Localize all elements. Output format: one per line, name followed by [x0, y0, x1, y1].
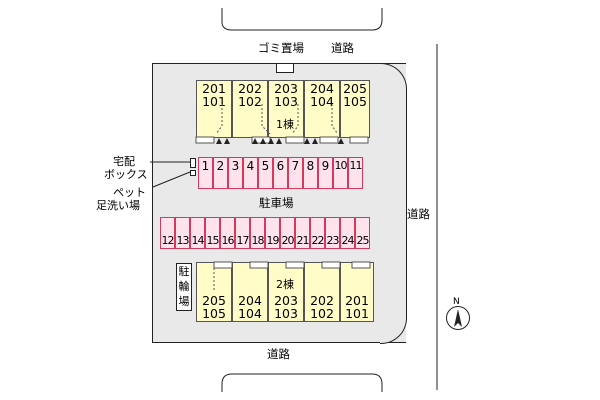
parking-label: 駐車場: [259, 196, 294, 210]
pet-label-1: ペット: [113, 186, 146, 199]
pet-footwash: [190, 170, 196, 176]
road-top-label: 道路: [331, 41, 354, 55]
bicycle-parking: 駐 輪 場: [176, 263, 192, 311]
parking-stall: 11: [348, 157, 363, 189]
unit-lower: 102: [310, 305, 334, 321]
unit-upper: 201: [202, 81, 226, 96]
delivery-label-1: 宅配: [113, 155, 135, 168]
garbage-label: ゴミ置場: [258, 41, 304, 55]
unit-upper: 203: [274, 81, 298, 96]
unit-lower: 102: [238, 93, 262, 109]
unit-upper: 203: [274, 293, 298, 308]
unit-lower: 101: [202, 93, 226, 109]
parking-stall: 17: [235, 217, 250, 249]
parking-stall: 9: [318, 157, 333, 189]
parking-stall: 5: [258, 157, 273, 189]
parking-stall: 22: [310, 217, 325, 249]
bicycle-char-3: 場: [178, 295, 190, 308]
unit-upper: 204: [310, 81, 334, 96]
parking-stall: 15: [205, 217, 220, 249]
parking-stall: 1: [198, 157, 213, 189]
unit-upper: 202: [310, 293, 334, 308]
parking-stall: 12: [160, 217, 175, 249]
building1-label: 1棟: [276, 118, 294, 131]
unit-lower: 103: [274, 305, 298, 321]
pet-label-2: 足洗い場: [96, 199, 140, 212]
north-label: N: [453, 297, 460, 307]
parking-stall: 6: [273, 157, 288, 189]
building2-unit: 201 101: [340, 262, 374, 322]
unit-upper: 204: [238, 293, 262, 308]
unit-lower: 104: [310, 93, 334, 109]
building2-label: 2棟: [276, 278, 294, 291]
delivery-box: [190, 158, 196, 168]
unit-lower: 103: [274, 93, 298, 109]
parking-stall: 8: [303, 157, 318, 189]
north-compass: [446, 306, 470, 330]
unit-lower: 105: [202, 305, 226, 321]
road-bottom-label: 道路: [267, 347, 290, 361]
unit-lower: 105: [343, 93, 367, 109]
parking-stall: 14: [190, 217, 205, 249]
garbage-station: [276, 63, 294, 73]
parking-stall: 2: [213, 157, 228, 189]
building1-unit: 205 105: [340, 80, 370, 138]
parking-stall: 7: [288, 157, 303, 189]
unit-lower: 104: [238, 305, 262, 321]
unit-upper: 205: [343, 81, 367, 96]
parking-stall: 3: [228, 157, 243, 189]
delivery-label-2: ボックス: [104, 168, 148, 181]
parking-stall: 24: [340, 217, 355, 249]
parking-stall: 13: [175, 217, 190, 249]
parking-stall: 4: [243, 157, 258, 189]
unit-upper: 201: [345, 293, 369, 308]
parking-stall: 19: [265, 217, 280, 249]
parking-stall: 25: [355, 217, 370, 249]
parking-stall: 18: [250, 217, 265, 249]
building2-unit: 202 102: [304, 262, 340, 322]
unit-upper: 205: [202, 293, 226, 308]
building1-unit: 201 101: [196, 80, 232, 138]
parking-stall: 20: [280, 217, 295, 249]
parking-stall: 21: [295, 217, 310, 249]
unit-lower: 101: [345, 305, 369, 321]
parking-stall: 16: [220, 217, 235, 249]
parking-stall: 23: [325, 217, 340, 249]
road-right-label: 道路: [407, 207, 430, 221]
bicycle-char-2: 輪: [178, 280, 190, 293]
unit-upper: 202: [238, 81, 262, 96]
building2-unit: 203 103: [268, 262, 304, 322]
north-arrow-icon: [454, 309, 462, 327]
bicycle-char-1: 駐: [178, 265, 190, 278]
parking-stall: 10: [333, 157, 348, 189]
